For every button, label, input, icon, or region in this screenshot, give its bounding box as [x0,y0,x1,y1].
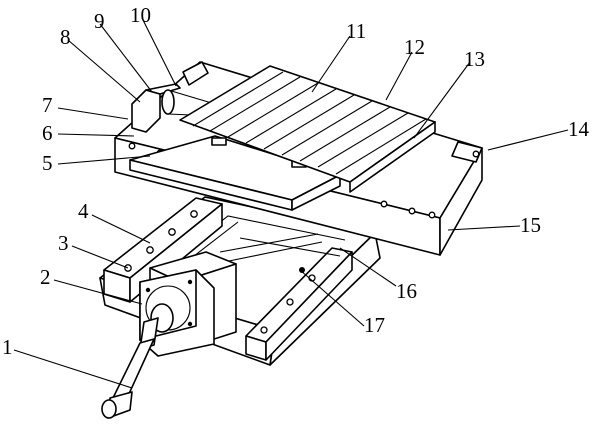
right-guide-rail [245,247,353,361]
callout-9: 9 [94,9,105,33]
callout-4: 4 [78,199,89,223]
callout-5: 5 [42,151,53,175]
leader-lines [13,17,569,389]
lead-screw [219,233,341,273]
callout-8: 8 [60,25,71,49]
callout-6: 6 [42,121,53,145]
callout-3: 3 [58,231,69,255]
callout-labels: 1 2 3 4 5 6 7 8 9 10 11 12 13 14 15 16 1… [2,3,590,359]
callout-13: 13 [464,47,485,71]
callout-2: 2 [40,265,51,289]
callout-16: 16 [396,279,417,303]
left-guide-rail [103,197,223,303]
t-slot-plate [179,65,436,193]
screw-support [131,83,216,133]
callout-1: 1 [2,335,13,359]
callout-17: 17 [364,313,385,337]
callout-12: 12 [404,35,425,59]
callout-10: 10 [130,3,151,27]
callout-14: 14 [568,117,590,141]
callout-11: 11 [346,19,366,43]
hand-crank [101,317,159,419]
callout-15: 15 [520,213,541,237]
callout-7: 7 [42,93,53,117]
